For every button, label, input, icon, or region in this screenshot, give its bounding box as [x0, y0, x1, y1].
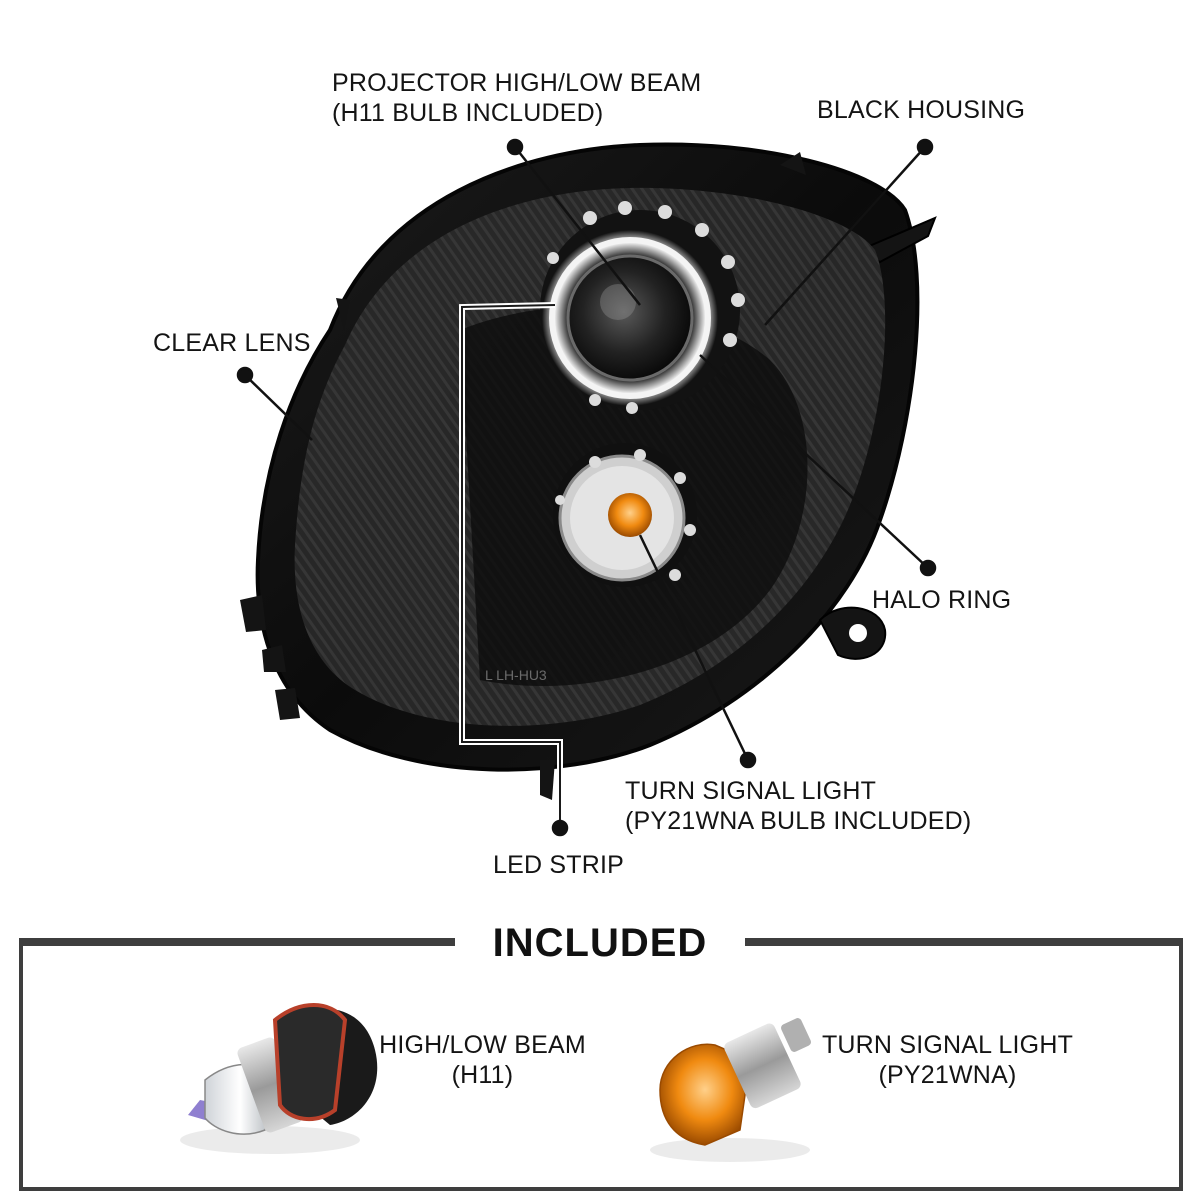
black-housing-dot [916, 138, 934, 156]
callout-black-housing-text: BLACK HOUSING [817, 96, 1026, 124]
projector-assembly [540, 201, 745, 414]
led-strip-dot [551, 819, 569, 837]
callout-leaders [236, 138, 937, 837]
turn-signal-dot [739, 751, 757, 769]
mount-hole [849, 624, 867, 642]
included-frame-top-right [745, 938, 1183, 946]
callout-turn-signal: TURN SIGNAL LIGHT (PY21WNA BULB INCLUDED… [625, 776, 971, 836]
turn-signal-led-dots [555, 449, 696, 581]
callout-halo-ring-text: HALO RING [872, 586, 1012, 614]
included-item-h11: HIGH/LOW BEAM (H11) [370, 1030, 595, 1090]
included-item-h11-line2: (H11) [451, 1061, 514, 1089]
callout-projector-line2: (H11 BULB INCLUDED) [332, 99, 604, 127]
turn-signal-assembly [553, 443, 697, 587]
callout-clear-lens: CLEAR LENS [153, 328, 311, 358]
callout-turn-signal-line2: (PY21WNA BULB INCLUDED) [625, 807, 972, 835]
amber-bulb [608, 493, 652, 537]
included-item-py21wna: TURN SIGNAL LIGHT (PY21WNA) [815, 1030, 1080, 1090]
callout-black-housing: BLACK HOUSING [817, 95, 1025, 125]
callout-turn-signal-line1: TURN SIGNAL LIGHT [625, 777, 877, 805]
included-title: INCLUDED [492, 921, 708, 965]
projector-dot [506, 138, 524, 156]
projector-lens [566, 254, 694, 382]
halo-led-dots [547, 201, 745, 414]
callout-projector-line1: PROJECTOR HIGH/LOW BEAM [332, 69, 702, 97]
included-item-py21wna-line1: TURN SIGNAL LIGHT [821, 1031, 1074, 1059]
h11-bulb-icon [180, 1003, 378, 1154]
included-frame [19, 938, 1183, 1191]
callout-projector: PROJECTOR HIGH/LOW BEAM (H11 BULB INCLUD… [332, 68, 701, 128]
included-item-h11-line1: HIGH/LOW BEAM [379, 1031, 586, 1059]
halo-ring-dot [919, 559, 937, 577]
lens-stamp: L LH-HU3 [485, 667, 547, 683]
callout-clear-lens-text: CLEAR LENS [153, 329, 311, 357]
callout-halo-ring: HALO RING [872, 585, 1011, 615]
included-item-py21wna-line2: (PY21WNA) [878, 1061, 1017, 1089]
clear-lens-dot [236, 366, 254, 384]
py21wna-bulb-icon [650, 1018, 811, 1162]
callout-led-strip: LED STRIP [493, 850, 624, 880]
included-frame-top-left [19, 938, 455, 946]
callout-led-strip-text: LED STRIP [493, 851, 624, 879]
